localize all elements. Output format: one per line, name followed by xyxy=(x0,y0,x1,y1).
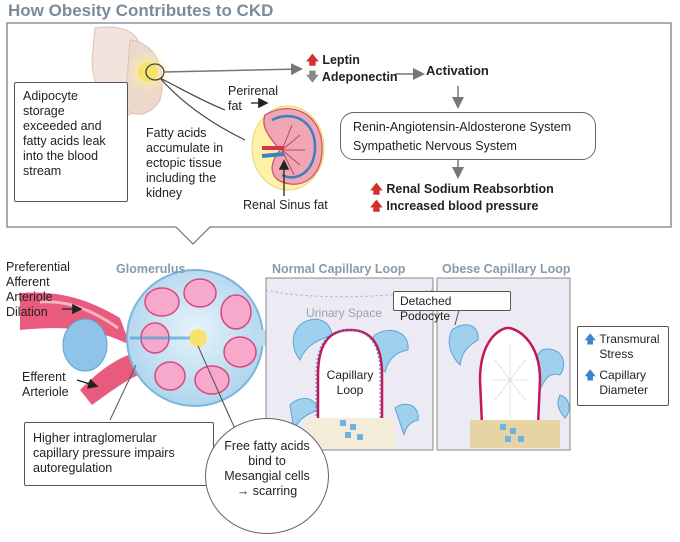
adipocyte-text: Adipocyte storage exceeded and fatty aci… xyxy=(23,89,106,178)
normal-loop-heading: Normal Capillary Loop xyxy=(272,262,406,276)
top-frame xyxy=(6,22,672,245)
fatty-acids-text: Fatty acids accumulate in ectopic tissue… xyxy=(146,126,224,200)
pressure-box: Higher intraglomerular capillary pressur… xyxy=(24,422,214,486)
effect-row-2: 🡅 Increased blood pressure xyxy=(370,199,538,214)
glomerulus-heading: Glomerulus xyxy=(116,262,186,276)
obese-loop-panel xyxy=(436,277,571,451)
capillary-diameter-label: Capillary Diameter xyxy=(599,368,649,397)
renal-sinus-fat-label: Renal Sinus fat xyxy=(243,198,328,212)
adeponectin-row: 🡇 Adeponectin xyxy=(306,70,398,85)
kidney-illustration xyxy=(251,105,325,191)
down-arrow-icon: 🡇 xyxy=(306,70,319,84)
page-title: How Obesity Contributes to CKD xyxy=(8,1,274,20)
up-arrow-icon: 🡅 xyxy=(370,199,383,213)
adipocyte-box: Adipocyte storage exceeded and fatty aci… xyxy=(14,82,128,202)
urinary-space-label: Urinary Space xyxy=(306,306,383,320)
afferent-label: Preferential Afferent Arteriole Dilation xyxy=(6,260,70,319)
leptin-row: 🡅 Leptin xyxy=(306,53,360,68)
perirenal-fat-label: Perirenal fat xyxy=(228,84,279,113)
systems-box: Renin-Angiotensin-Aldosterone System Sym… xyxy=(340,112,596,160)
sodium-reabsorption-label: Renal Sodium Reabsorbtion xyxy=(386,182,554,196)
detached-podocyte-box: Detached Podocyte xyxy=(393,291,511,323)
obese-loop-heading: Obese Capillary Loop xyxy=(442,262,571,276)
leptin-label: Leptin xyxy=(322,53,360,67)
capillary-diameter-row: 🡅 Capillary Diameter xyxy=(584,368,662,398)
up-arrow-icon: 🡅 xyxy=(584,332,597,346)
free-fatty-text: Free fatty acids bind to Mesangial cells… xyxy=(224,439,310,498)
transmural-stress-label: Transmural Stress xyxy=(599,332,660,361)
efferent-label: Efferent Arteriole xyxy=(22,370,69,399)
normal-loop-panel xyxy=(265,277,434,451)
transmural-stress-row: 🡅 Transmural Stress xyxy=(584,332,662,362)
effect-row-1: 🡅 Renal Sodium Reabsorbtion xyxy=(370,182,554,197)
obese-effects-box: 🡅 Transmural Stress 🡅 Capillary Diameter xyxy=(577,326,669,406)
pressure-text: Higher intraglomerular capillary pressur… xyxy=(33,431,175,475)
glomerulus-illustration xyxy=(20,269,268,407)
capillary-loop-label: Capillary Loop xyxy=(326,368,374,397)
activation-label: Activation xyxy=(426,63,489,78)
adeponectin-label: Adeponectin xyxy=(321,70,398,84)
up-arrow-icon: 🡅 xyxy=(306,53,319,67)
detached-podocyte-label: Detached Podocyte xyxy=(400,294,452,323)
blood-pressure-label: Increased blood pressure xyxy=(386,199,539,213)
up-arrow-icon: 🡅 xyxy=(370,182,383,196)
sns-label: Sympathetic Nervous System xyxy=(353,139,517,153)
raas-label: Renin-Angiotensin-Aldosterone System xyxy=(353,120,572,134)
free-fatty-acids-circle: Free fatty acids bind to Mesangial cells… xyxy=(205,418,329,534)
up-arrow-icon: 🡅 xyxy=(584,368,597,382)
